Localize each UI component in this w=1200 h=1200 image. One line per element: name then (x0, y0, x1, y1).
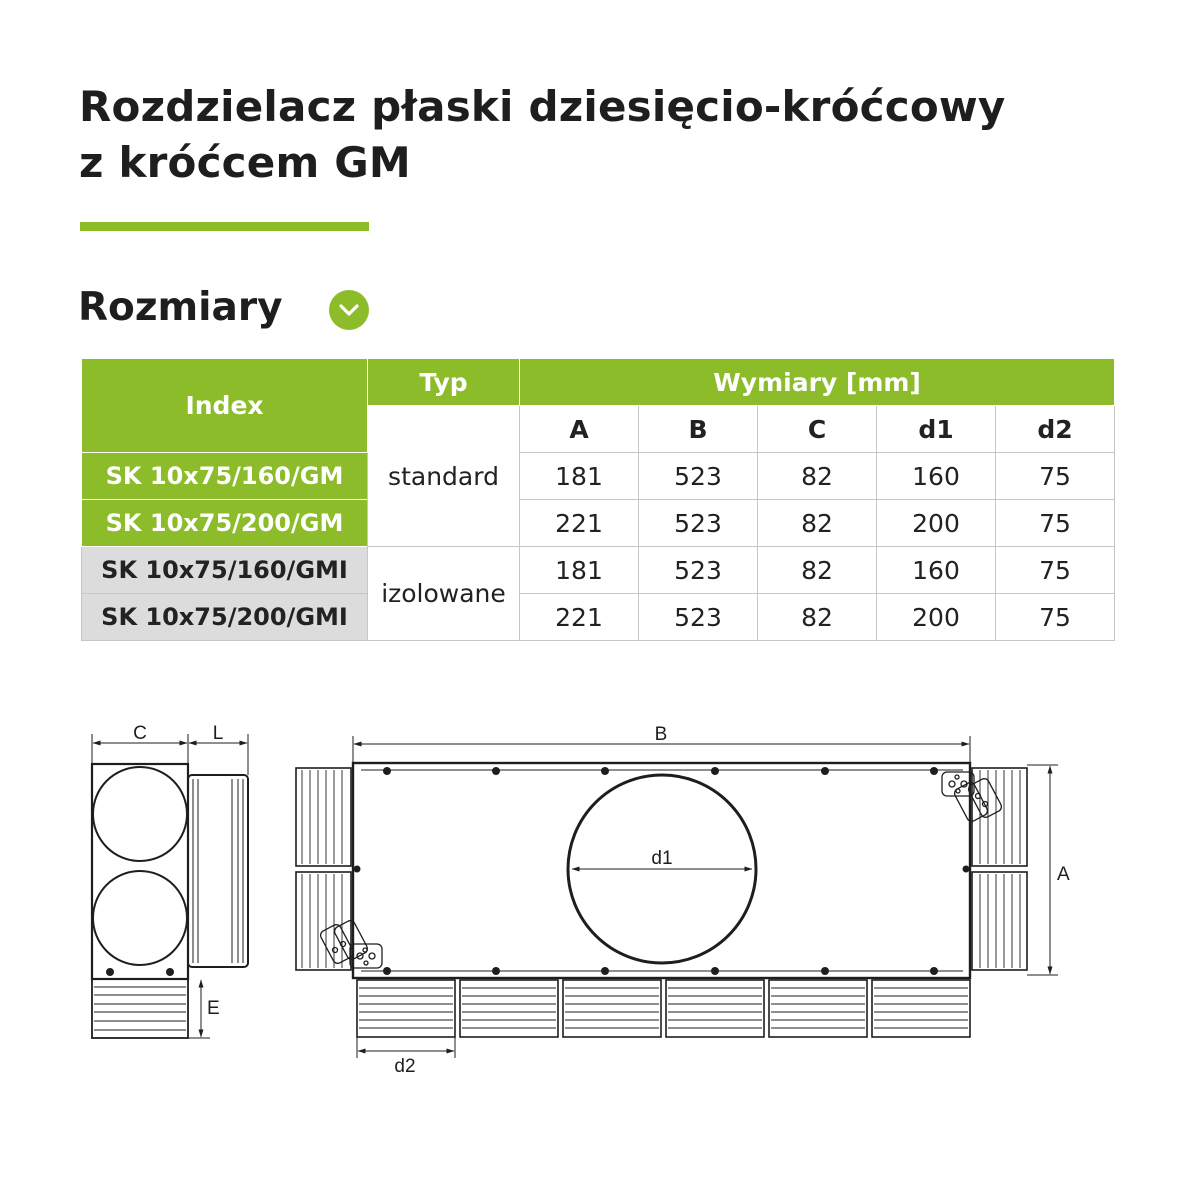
clip-bracket-top-right (941, 771, 1003, 822)
label-l: L (213, 723, 224, 744)
front-view (295, 761, 1028, 1038)
side-view (90, 762, 249, 1039)
cell-b: 523 (638, 593, 758, 641)
table-row: SK 10x75/200/GMI 221 523 82 200 75 (81, 593, 1116, 641)
section-heading: Rozmiary (78, 285, 283, 330)
dimension-l (188, 734, 249, 775)
cell-a: 181 (519, 452, 639, 500)
cell-c: 82 (757, 546, 877, 594)
cell-d1: 200 (876, 593, 996, 641)
row-index: SK 10x75/160/GM (81, 452, 368, 500)
label-d1: d1 (651, 848, 672, 869)
cell-a: 221 (519, 593, 639, 641)
cell-b: 523 (638, 546, 758, 594)
dimensions-table: Index Typ Wymiary [mm] standard A B C d1… (81, 358, 1116, 641)
cell-b: 523 (638, 499, 758, 547)
cell-c: 82 (757, 452, 877, 500)
label-c: C (133, 723, 147, 744)
page-title: Rozdzielacz płaski dziesięcio-króćcowy z… (79, 79, 1179, 191)
header-index: Index (81, 358, 368, 453)
chevron-down-icon[interactable] (329, 290, 369, 330)
column-header-b: B (638, 405, 758, 453)
column-header-d2: d2 (994, 405, 1116, 453)
title-underline (80, 222, 369, 231)
table-row: SK 10x75/160/GMI izolowane 181 523 82 16… (81, 546, 1116, 641)
column-header-a: A (519, 405, 639, 453)
type-cell-insulated: izolowane (367, 546, 520, 641)
row-index: SK 10x75/200/GM (81, 499, 368, 547)
cell-d2: 75 (994, 452, 1116, 500)
cell-d2: 75 (994, 546, 1116, 594)
table-row: SK 10x75/200/GM 221 523 82 200 75 (81, 499, 1116, 547)
cell-d1: 160 (876, 546, 996, 594)
dimension-b (352, 736, 971, 763)
table-row: SK 10x75/160/GM 181 523 82 160 75 (81, 452, 1116, 500)
cell-d1: 200 (876, 499, 996, 547)
page-title-line-2: z króćcem GM (79, 138, 411, 187)
cell-d2: 75 (994, 499, 1116, 547)
header-type: Typ (367, 358, 520, 406)
label-e: E (207, 998, 220, 1019)
label-b: B (655, 724, 668, 745)
dimension-e (188, 979, 210, 1039)
cell-d1: 160 (876, 452, 996, 500)
label-a: A (1057, 864, 1070, 885)
dimension-a (1027, 764, 1058, 976)
cell-c: 82 (757, 499, 877, 547)
dimension-c (91, 734, 189, 764)
dimension-d2 (356, 1037, 456, 1058)
cell-d2: 75 (994, 593, 1116, 641)
label-d2: d2 (394, 1056, 415, 1077)
page-title-line-1: Rozdzielacz płaski dziesięcio-króćcowy (79, 82, 1006, 131)
column-header-c: C (757, 405, 877, 453)
clip-bracket-bottom-left (319, 920, 383, 969)
cell-c: 82 (757, 593, 877, 641)
row-index: SK 10x75/200/GMI (81, 593, 368, 641)
